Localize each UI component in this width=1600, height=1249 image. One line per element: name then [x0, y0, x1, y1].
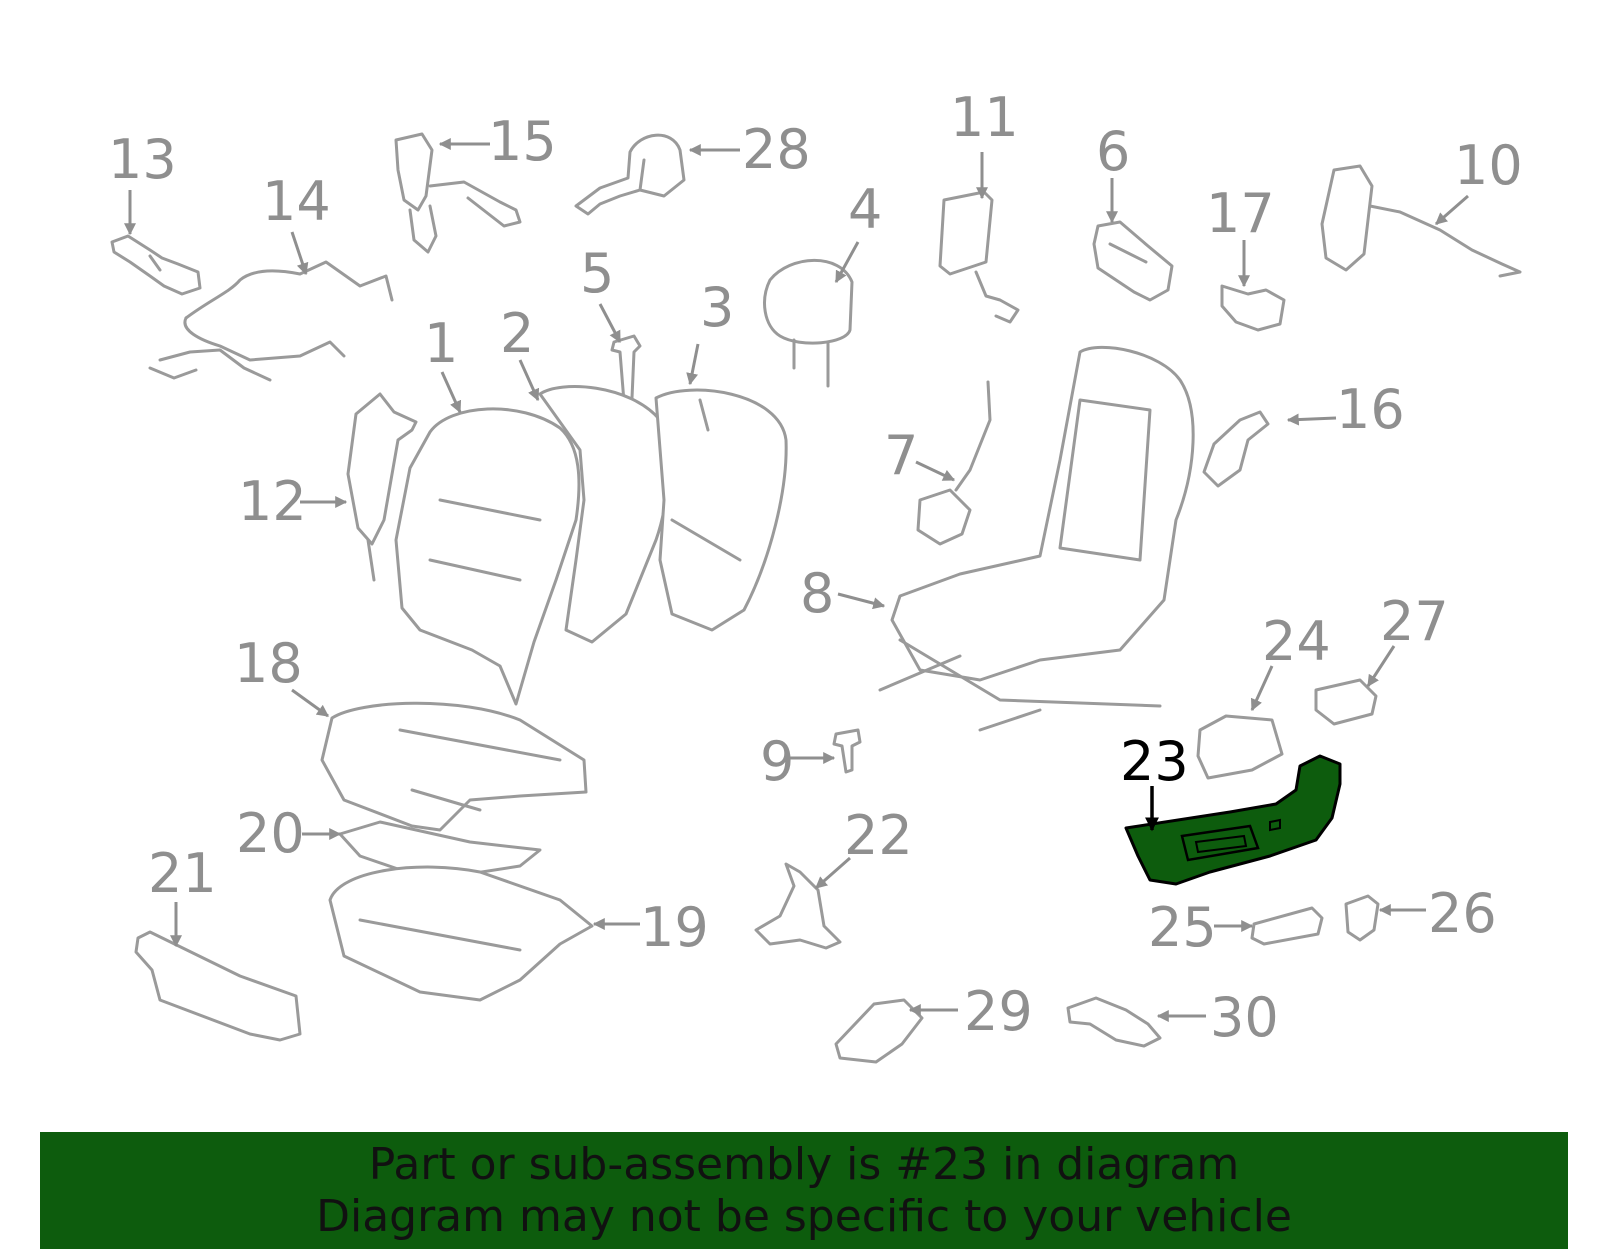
info-banner: Part or sub-assembly is #23 in diagram D… — [40, 1132, 1568, 1249]
callout-14: 14 — [262, 170, 331, 233]
callout-6: 6 — [1096, 120, 1130, 183]
callout-arrows — [124, 138, 1469, 1022]
callout-29: 29 — [964, 980, 1033, 1043]
callout-3: 3 — [700, 276, 734, 339]
callout-20: 20 — [236, 802, 305, 865]
part-24-switch-bracket — [1196, 714, 1284, 780]
callout-11: 11 — [950, 86, 1019, 149]
callout-15: 15 — [488, 110, 557, 173]
part-29-cover — [834, 998, 924, 1064]
callout-27: 27 — [1380, 590, 1449, 653]
part-19-cushion-pad — [328, 865, 594, 1002]
part-22-bracket — [754, 862, 842, 950]
part-3-back-frame-cover — [654, 388, 788, 632]
callout-1: 1 — [424, 312, 458, 375]
callout-8: 8 — [800, 562, 834, 625]
part-28-cover — [574, 133, 686, 216]
callout-7: 7 — [884, 424, 918, 487]
callout-18: 18 — [234, 632, 303, 695]
part-30-cover — [1066, 996, 1162, 1048]
part-26-knob — [1344, 894, 1380, 942]
callout-25: 25 — [1148, 896, 1217, 959]
part-6-latch — [1092, 220, 1174, 302]
callout-17: 17 — [1206, 182, 1275, 245]
callout-26: 26 — [1428, 882, 1497, 945]
part-7-cable — [916, 380, 992, 546]
part-20-spring-mat — [338, 820, 542, 882]
part-21-side-shield — [134, 930, 302, 1042]
callout-10: 10 — [1454, 134, 1523, 197]
part-1-back-cover — [394, 407, 581, 706]
part-12-back-board — [346, 392, 418, 582]
part-15-belt-buckle — [394, 132, 522, 254]
callout-23: 23 — [1120, 730, 1189, 793]
callout-22: 22 — [844, 804, 913, 867]
callout-labels: 13 14 15 28 4 5 3 1 2 12 11 6 17 10 7 16… — [108, 86, 1523, 1049]
callout-28: 28 — [742, 118, 811, 181]
part-11-airbag — [938, 190, 1020, 324]
callout-30: 30 — [1210, 986, 1279, 1049]
callout-2: 2 — [500, 302, 534, 365]
part-8-seat-frame — [878, 345, 1195, 732]
part-27-switch — [1314, 678, 1378, 726]
part-9-bolt — [832, 728, 862, 774]
callout-21: 21 — [148, 842, 217, 905]
callout-12: 12 — [238, 470, 307, 533]
banner-line-disclaimer: Diagram may not be specific to your vehi… — [316, 1190, 1292, 1242]
callout-24: 24 — [1262, 610, 1331, 673]
part-17-bracket — [1220, 284, 1286, 332]
callout-9: 9 — [760, 730, 794, 793]
callout-16: 16 — [1336, 378, 1405, 441]
part-10-recliner-cable — [1320, 164, 1522, 278]
callout-5: 5 — [580, 242, 614, 305]
part-4-headrest — [763, 259, 854, 388]
part-18-cushion-cover — [320, 701, 588, 832]
part-16-side-bracket — [1202, 410, 1270, 488]
part-23-highlighted-shield — [1124, 754, 1342, 886]
part-13-connector — [110, 234, 202, 296]
callout-13: 13 — [108, 128, 177, 191]
banner-line-part: Part or sub-assembly is #23 in diagram — [368, 1138, 1240, 1190]
part-25-cover — [1250, 906, 1324, 946]
callout-4: 4 — [848, 178, 882, 241]
callout-19: 19 — [640, 896, 709, 959]
part-14-wire-harness — [148, 260, 394, 382]
